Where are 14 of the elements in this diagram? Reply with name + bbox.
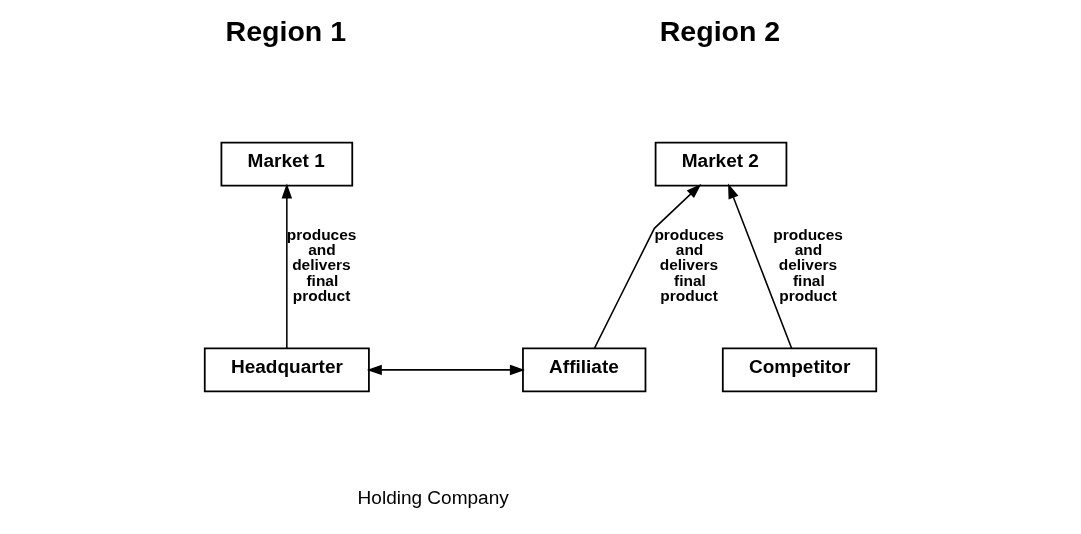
node-box: Market 2	[654, 141, 788, 187]
node-box: Affiliate	[522, 347, 647, 393]
arrow	[728, 183, 793, 350]
arrow	[281, 183, 293, 350]
label: Region 1	[225, 14, 347, 47]
node-box: Market 1	[220, 141, 354, 187]
edge-label: produces and delivers final product	[773, 225, 843, 305]
label: Holding Company	[357, 487, 509, 509]
edge-label: produces and delivers final product	[654, 225, 724, 305]
node-box: Headquarter	[203, 347, 370, 393]
arrow	[593, 183, 702, 350]
arrow	[366, 364, 525, 376]
label: Region 2	[659, 14, 781, 47]
node-box: Competitor	[721, 347, 878, 393]
